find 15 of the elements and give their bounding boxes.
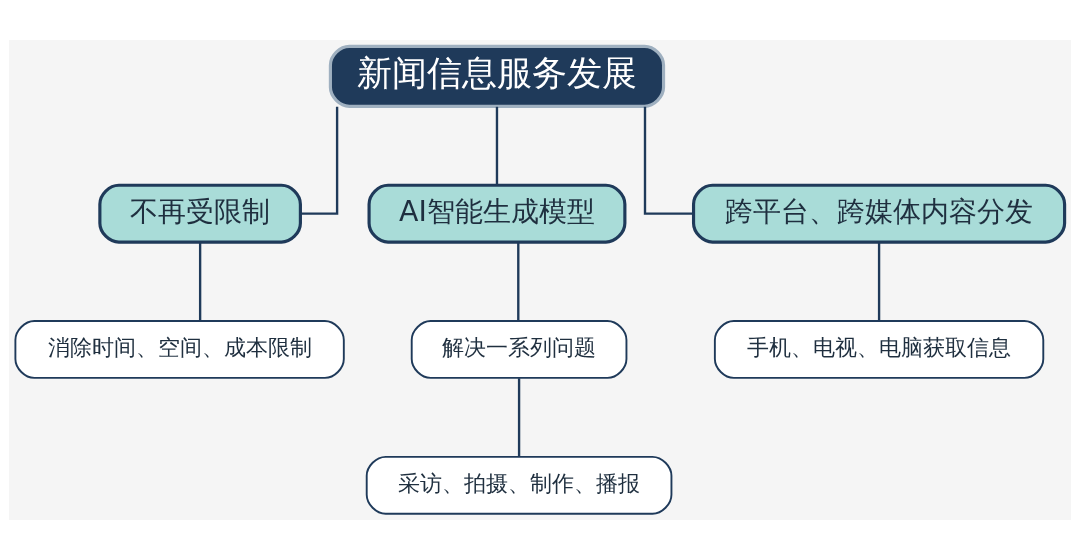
connector <box>300 106 339 215</box>
connector <box>495 106 499 185</box>
node-box: 不再受限制 <box>98 183 302 244</box>
connector <box>517 377 521 456</box>
node-box: 消除时间、空间、成本限制 <box>14 319 345 379</box>
connector <box>198 242 202 321</box>
connector <box>643 106 694 215</box>
node-box: 跨平台、跨媒体内容分发 <box>691 183 1067 244</box>
node-box: 新闻信息服务发展 <box>328 44 666 108</box>
node-box: AI智能生成模型 <box>367 183 627 244</box>
node-box: 采访、拍摄、制作、播报 <box>365 455 673 515</box>
connector <box>517 242 520 321</box>
node-box: 解决一系列问题 <box>410 319 628 379</box>
connector <box>877 242 881 321</box>
node-box: 手机、电视、电脑获取信息 <box>713 319 1045 379</box>
